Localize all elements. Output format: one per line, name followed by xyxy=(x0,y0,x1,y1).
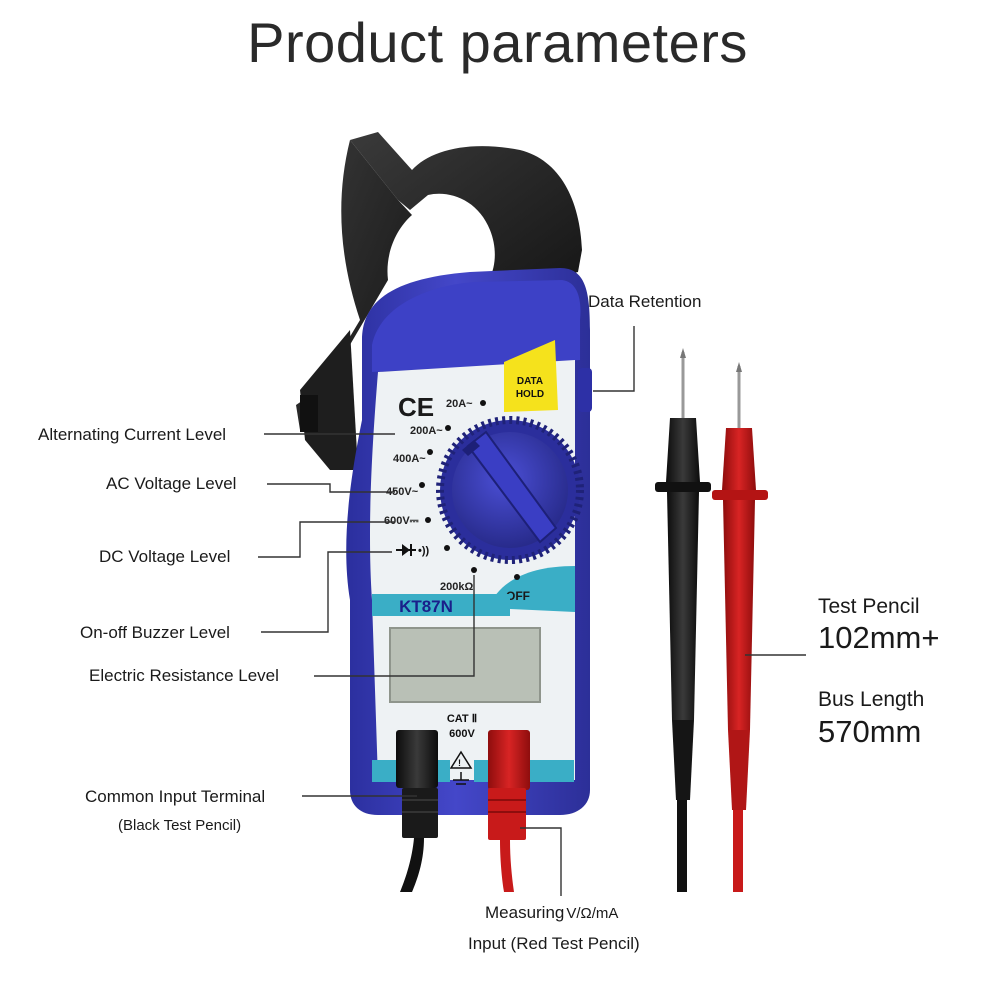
model-strip xyxy=(372,594,510,616)
clamp-jaw xyxy=(296,132,582,470)
data-hold-label-2: HOLD xyxy=(516,389,544,400)
ce-logo: CE xyxy=(398,392,434,422)
callout-dc-voltage: DC Voltage Level xyxy=(99,547,231,566)
range-200k-ohm: 200kΩ xyxy=(440,581,473,593)
page-title: Product parameters xyxy=(247,11,748,74)
callout-buzzer: On-off Buzzer Level xyxy=(80,623,230,642)
callout-common-input-note: (Black Test Pencil) xyxy=(118,817,242,834)
category-line-2: 600V xyxy=(449,728,475,740)
callout-measuring-input: Input (Red Test Pencil) xyxy=(468,934,640,954)
test-pencil-value: 102mm+ xyxy=(818,620,940,655)
black-test-lead-plug xyxy=(396,730,438,892)
callout-lines xyxy=(258,326,806,896)
callout-measuring-text: Measuring xyxy=(485,903,565,922)
range-20a: 20A~ xyxy=(446,398,473,410)
svg-text:!: ! xyxy=(458,758,461,768)
bus-length-label: Bus Length xyxy=(818,688,925,711)
bus-length-value: 570mm xyxy=(818,714,922,749)
callout-measuring-input-text: Input xyxy=(468,934,506,953)
callout-data-retention: Data Retention xyxy=(588,292,702,311)
callout-ac-current: Alternating Current Level xyxy=(38,425,227,444)
range-200a: 200A~ xyxy=(410,425,443,437)
range-450v: 450V~ xyxy=(386,486,419,498)
side-hold-button[interactable] xyxy=(578,368,592,412)
test-pencil-label: Test Pencil xyxy=(818,595,920,618)
off-label: OFF xyxy=(506,589,530,603)
red-test-pencil xyxy=(712,362,768,892)
black-test-pencil xyxy=(655,348,711,892)
range-600v: 600V⎓ xyxy=(384,515,419,527)
rotary-selector-knob[interactable] xyxy=(436,416,584,564)
callout-measuring-note: (Red Test Pencil) xyxy=(510,934,640,953)
callout-common-input: Common Input Terminal xyxy=(85,787,266,806)
model-name: KT87N xyxy=(399,597,453,616)
svg-text:•)): •)) xyxy=(418,545,430,557)
data-hold-button[interactable] xyxy=(504,340,558,412)
data-hold-label-1: DATA xyxy=(517,376,543,387)
red-test-lead-plug xyxy=(488,730,530,892)
callout-resistance: Electric Resistance Level xyxy=(89,666,279,685)
diode-buzzer-icon: •)) xyxy=(396,544,450,557)
category-line-1: CAT Ⅱ xyxy=(447,713,477,725)
callout-measuring-units: V/Ω/mA xyxy=(566,905,619,922)
callout-ac-voltage: AC Voltage Level xyxy=(106,474,237,493)
range-400a: 400A~ xyxy=(393,453,426,465)
clamp-meter: DATA HOLD CE 20A~ 200A~ 400A~ 450V~ 600V… xyxy=(296,132,592,815)
warning-ground-icon: ! xyxy=(449,750,473,785)
lcd-display xyxy=(389,627,541,703)
